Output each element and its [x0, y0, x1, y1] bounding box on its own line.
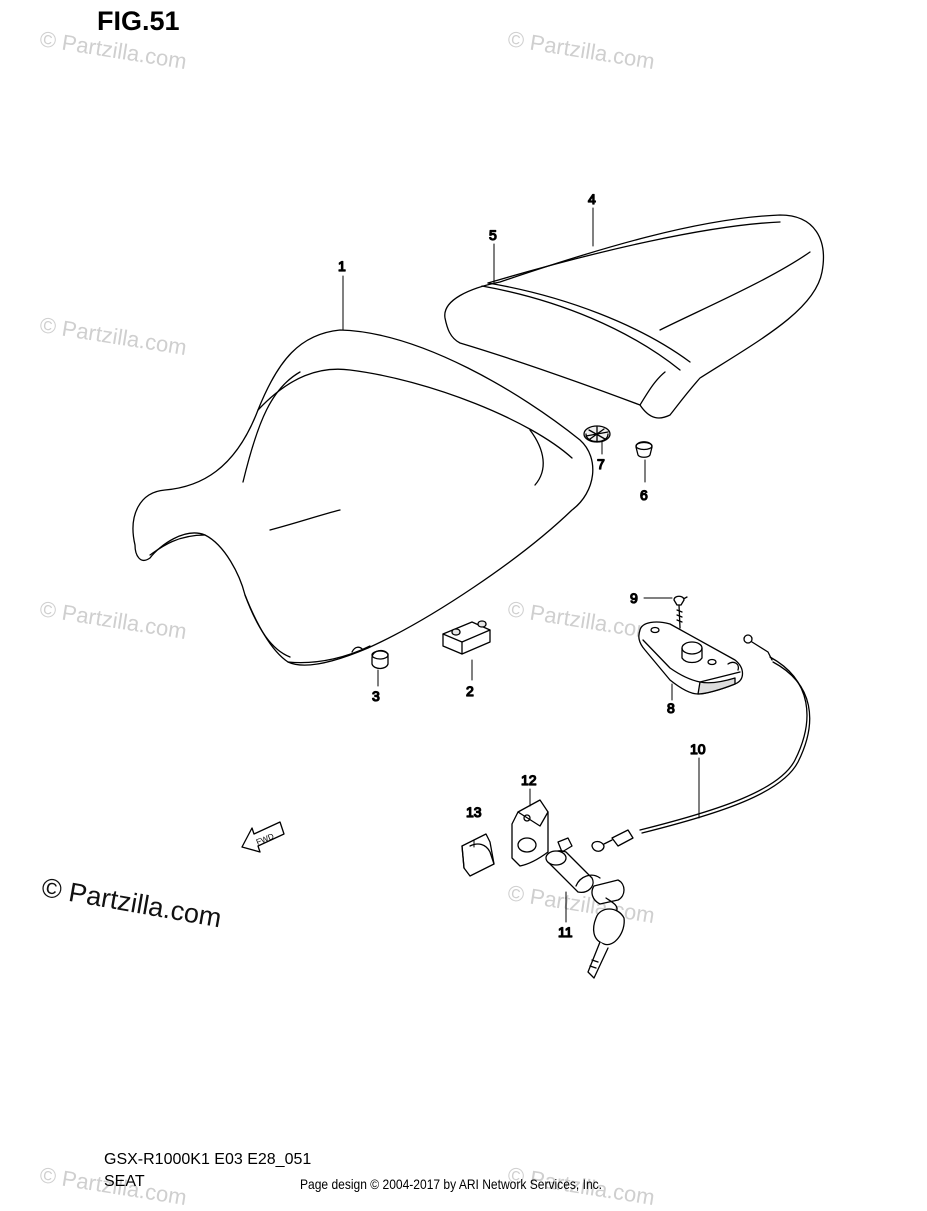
page-credit: Page design © 2004-2017 by ARI Network S…	[300, 1176, 603, 1192]
screw	[673, 595, 688, 629]
front-seat	[132, 329, 594, 666]
callout-2: 2	[466, 683, 474, 699]
rear-seat	[444, 214, 824, 419]
callout-4: 4	[588, 191, 596, 207]
seat-lock-cable	[591, 634, 811, 852]
callout-7: 7	[597, 456, 605, 472]
seat-cushion	[351, 646, 389, 670]
model-code: GSX-R1000K1 E03 E28_051	[104, 1151, 312, 1168]
callout-3: 3	[372, 688, 380, 704]
figure-title: FIG.51	[97, 6, 180, 36]
callout-1: 1	[338, 258, 346, 274]
callout-13: 13	[466, 804, 482, 820]
lock-cylinder	[545, 837, 625, 979]
seat-lock	[638, 621, 744, 695]
callout-11: 11	[558, 924, 573, 940]
section-name: SEAT	[104, 1173, 145, 1190]
cushion-small	[635, 441, 653, 458]
callout-8: 8	[667, 700, 675, 716]
fwd-arrow-icon: FWD	[241, 821, 285, 853]
lock-holder	[511, 799, 549, 867]
clip	[461, 833, 495, 877]
callout-5: 5	[489, 227, 497, 243]
leader-lines	[342, 207, 700, 923]
callout-6: 6	[640, 487, 648, 503]
callout-10: 10	[690, 741, 706, 757]
callout-9: 9	[630, 590, 638, 606]
seat-bracket	[442, 620, 491, 655]
callout-12: 12	[521, 772, 537, 788]
grommet	[583, 425, 611, 443]
